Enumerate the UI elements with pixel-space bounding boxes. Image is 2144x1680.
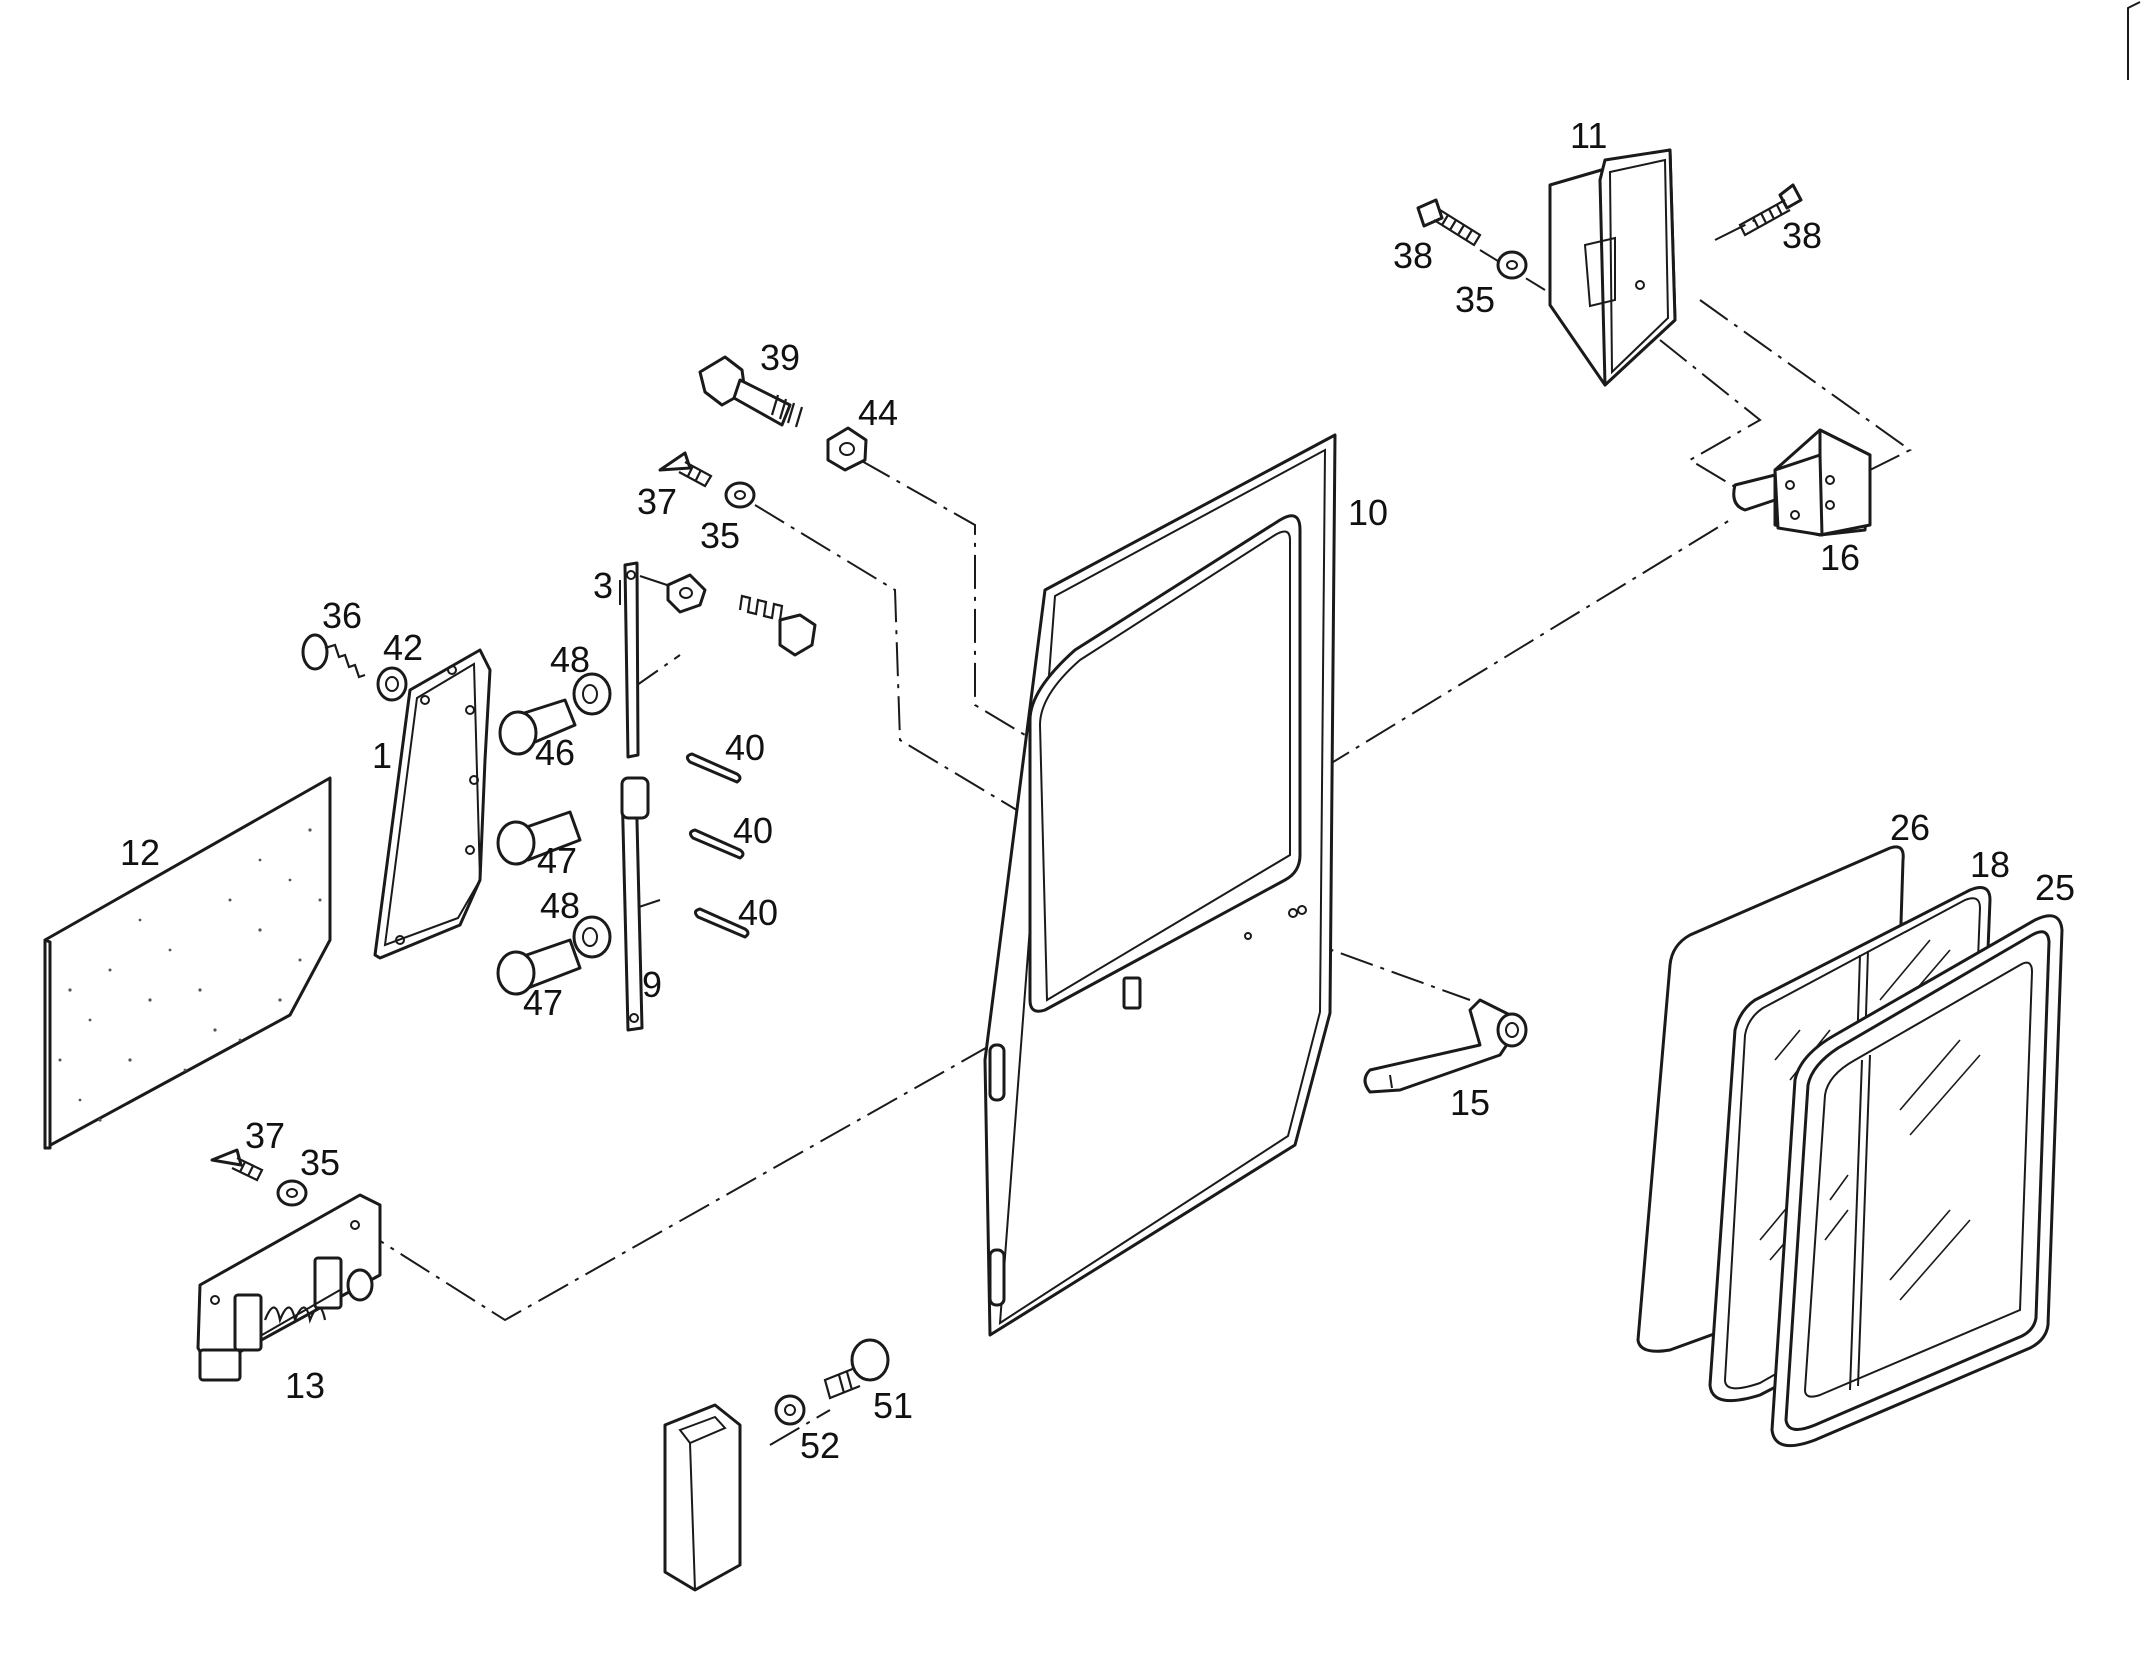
screw-part-38-left <box>1416 198 1482 247</box>
cotter-pin-part-40-a <box>685 752 742 784</box>
callout-35-right: 35 <box>1455 279 1495 320</box>
callout-48-bottom: 48 <box>540 885 580 926</box>
pin-part-46 <box>498 698 577 756</box>
page-corner-mark <box>2127 1 2141 80</box>
callout-26: 26 <box>1890 807 1930 848</box>
callout-1: 1 <box>372 735 392 776</box>
screw-part-37-bottom <box>210 1148 264 1182</box>
callout-37-bottom: 37 <box>245 1115 285 1156</box>
nut-part-3-bolt <box>666 573 817 657</box>
callout-52: 52 <box>800 1425 840 1466</box>
nut-part-44 <box>826 426 868 472</box>
callout-13: 13 <box>285 1365 325 1406</box>
screw-part-38-right <box>1738 183 1803 237</box>
plate-part-1 <box>373 648 492 960</box>
callout-40-c: 40 <box>738 892 778 933</box>
bracket-part-11 <box>1548 148 1677 387</box>
latch-part-16 <box>1732 428 1872 537</box>
callout-42: 42 <box>383 627 423 668</box>
washer-part-35-top <box>724 481 756 509</box>
pin-part-47-bottom <box>496 938 582 996</box>
callout-40-a: 40 <box>725 727 765 768</box>
pin-part-47-top <box>496 810 582 866</box>
panel-texture <box>58 828 322 1122</box>
panel-part-12 <box>43 776 332 1150</box>
callout-35-top: 35 <box>700 515 740 556</box>
callout-10: 10 <box>1348 492 1388 533</box>
seal-part-25 <box>1770 914 2064 1448</box>
callout-40-b: 40 <box>733 810 773 851</box>
post-tube <box>663 1403 742 1592</box>
bushing-part-48-bottom <box>572 915 612 959</box>
callout-46: 46 <box>535 732 575 773</box>
washer-part-35-right <box>1496 250 1528 280</box>
washer-part-42 <box>376 666 408 702</box>
callout-48-top: 48 <box>550 639 590 680</box>
cotter-pin-part-40-b <box>688 828 745 860</box>
handle-part-15 <box>1363 998 1528 1094</box>
callout-9: 9 <box>642 964 662 1005</box>
callout-36: 36 <box>322 595 362 636</box>
screw-part-51 <box>823 1338 890 1400</box>
callout-38-right: 38 <box>1782 215 1822 256</box>
callout-12: 12 <box>120 832 160 873</box>
washer-part-52 <box>774 1394 806 1426</box>
cotter-pin-part-40-c <box>693 907 750 939</box>
callout-labels: 1 3 9 10 11 12 13 15 16 18 25 26 35 35 3… <box>120 115 2075 1466</box>
washer-part-35-bottom <box>276 1179 308 1207</box>
callout-47-top: 47 <box>537 840 577 881</box>
bolt-part-39 <box>698 355 804 428</box>
callout-37-top: 37 <box>637 481 677 522</box>
bolt-part-36 <box>301 633 366 679</box>
callout-47-bottom: 47 <box>523 982 563 1023</box>
rod-part-9 <box>620 776 650 1032</box>
callout-35-bottom: 35 <box>300 1142 340 1183</box>
door-part-10 <box>983 433 1337 1337</box>
callout-3: 3 <box>593 565 613 606</box>
callout-15: 15 <box>1450 1082 1490 1123</box>
seal-glass-hatching <box>1824 1039 1981 1301</box>
callout-38-left: 38 <box>1393 235 1433 276</box>
screw-part-37-top <box>658 451 713 488</box>
bushing-part-48-top <box>572 672 612 716</box>
callout-25: 25 <box>2035 867 2075 908</box>
callout-51: 51 <box>873 1385 913 1426</box>
latch-assembly-part-13 <box>196 1193 382 1382</box>
callout-39: 39 <box>760 337 800 378</box>
rod-part-3 <box>623 561 640 759</box>
callout-44: 44 <box>858 392 898 433</box>
callout-18: 18 <box>1970 844 2010 885</box>
callout-16: 16 <box>1820 537 1860 578</box>
callout-11: 11 <box>1570 115 1607 156</box>
